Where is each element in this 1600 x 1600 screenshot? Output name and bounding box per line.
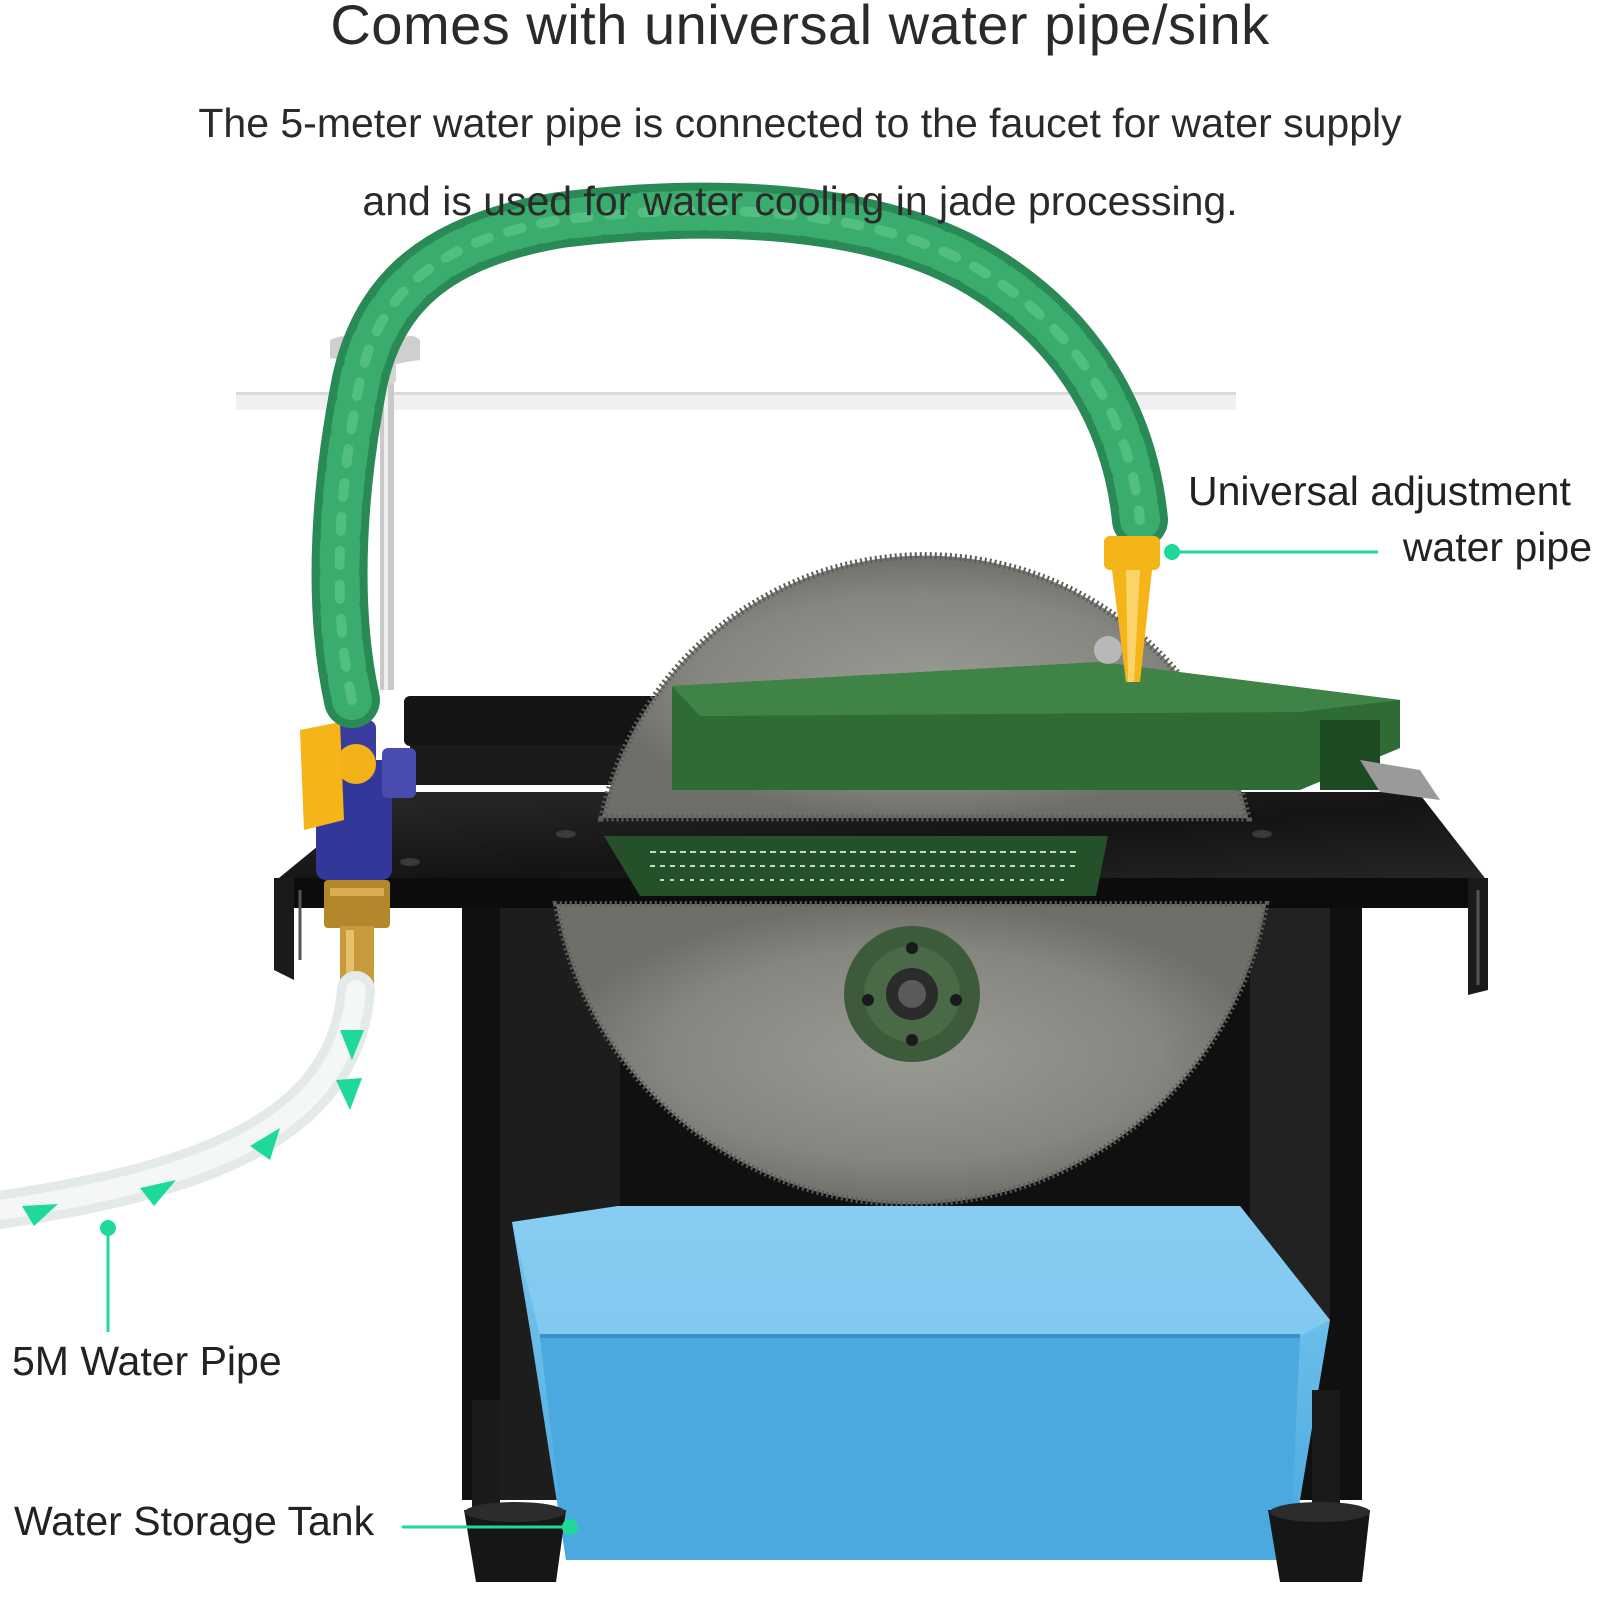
- callout-5m-water-pipe: 5M Water Pipe: [12, 1338, 282, 1384]
- callout-universal-pipe-line-1: Universal adjustment: [1188, 468, 1571, 514]
- blade-label-plate: [604, 836, 1108, 896]
- saw-blade-lower: [552, 901, 1270, 1208]
- subtitle-line-1: The 5-meter water pipe is connected to t…: [198, 100, 1402, 146]
- hose-nozzle: [1094, 536, 1160, 682]
- water-storage-tank: [512, 1206, 1330, 1560]
- clear-water-pipe: [0, 971, 375, 1229]
- blade-guard-housing: [672, 662, 1440, 800]
- subtitle-line-2: and is used for water cooling in jade pr…: [362, 178, 1238, 224]
- page-title: Comes with universal water pipe/sink: [330, 0, 1270, 56]
- acrylic-guard: [236, 392, 1236, 410]
- callout-universal-pipe-line-2: water pipe: [1402, 524, 1592, 570]
- universal-adjustment-hose: [311, 182, 1168, 728]
- callout-leaders: [100, 544, 1378, 1535]
- water-valve: [300, 720, 416, 986]
- callout-water-storage-tank: Water Storage Tank: [14, 1498, 375, 1544]
